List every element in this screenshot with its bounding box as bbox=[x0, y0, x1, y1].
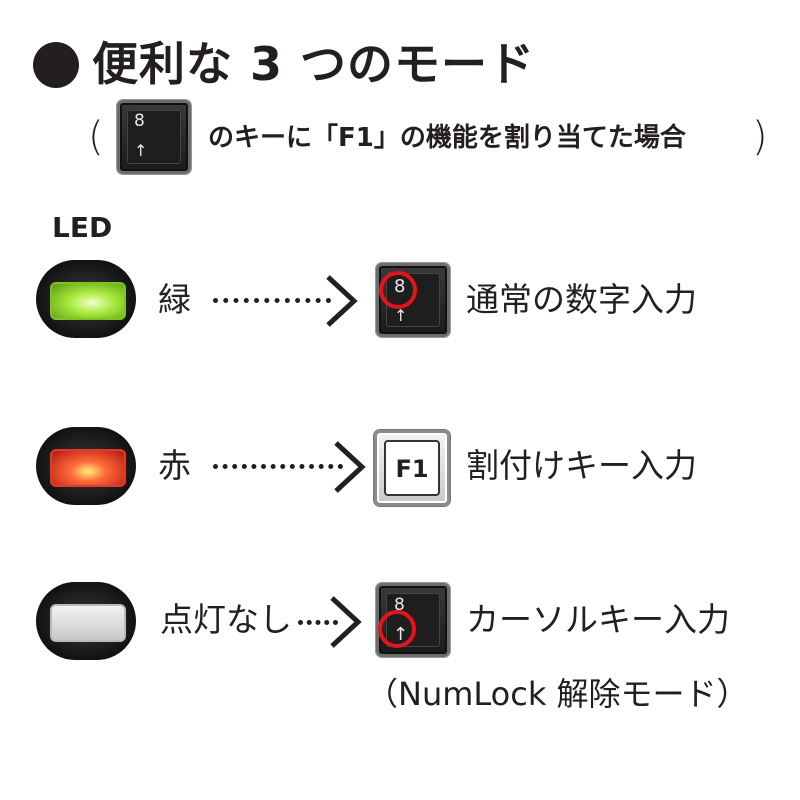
key-f1-label: F1 bbox=[395, 455, 429, 483]
dotted-connector bbox=[213, 464, 343, 469]
subtitle-text: のキーに「F1」の機能を割り当てた場合 bbox=[208, 123, 686, 153]
led-red-icon bbox=[36, 427, 136, 505]
mode-result-label: 通常の数字入力 bbox=[466, 280, 697, 319]
led-off-icon bbox=[36, 582, 136, 660]
highlight-circle bbox=[379, 271, 417, 309]
mode-result-label: カーソルキー入力 bbox=[466, 600, 730, 639]
led-heading: LED bbox=[52, 211, 113, 244]
title-bullet bbox=[33, 42, 79, 88]
highlight-circle bbox=[378, 610, 416, 648]
up-arrow-icon: ↑ bbox=[134, 141, 148, 160]
mode-result-label: 割付けキー入力 bbox=[466, 446, 697, 485]
led-color-label: 緑 bbox=[158, 280, 191, 319]
chevron-right-icon bbox=[330, 596, 362, 648]
numlock-note: （NumLock 解除モード） bbox=[366, 675, 749, 713]
up-arrow-icon: ↑ bbox=[394, 306, 408, 325]
key-icon-numpad-8: 8 ↑ bbox=[117, 100, 191, 174]
led-green-icon bbox=[36, 260, 136, 338]
led-color-label: 点灯なし bbox=[160, 600, 292, 639]
chevron-right-icon bbox=[326, 275, 358, 327]
subtitle-paren-close: ) bbox=[752, 114, 768, 160]
chevron-right-icon bbox=[334, 441, 366, 493]
key-number-label: 8 bbox=[394, 595, 405, 615]
dotted-connector bbox=[298, 620, 338, 625]
page-title: 便利な 3 つのモード bbox=[92, 37, 536, 91]
dotted-connector bbox=[213, 298, 331, 303]
subtitle-paren-open: ( bbox=[88, 114, 104, 160]
key-icon-f1: F1 bbox=[374, 430, 450, 506]
led-color-label: 赤 bbox=[158, 446, 191, 485]
key-number-label: 8 bbox=[134, 111, 145, 131]
